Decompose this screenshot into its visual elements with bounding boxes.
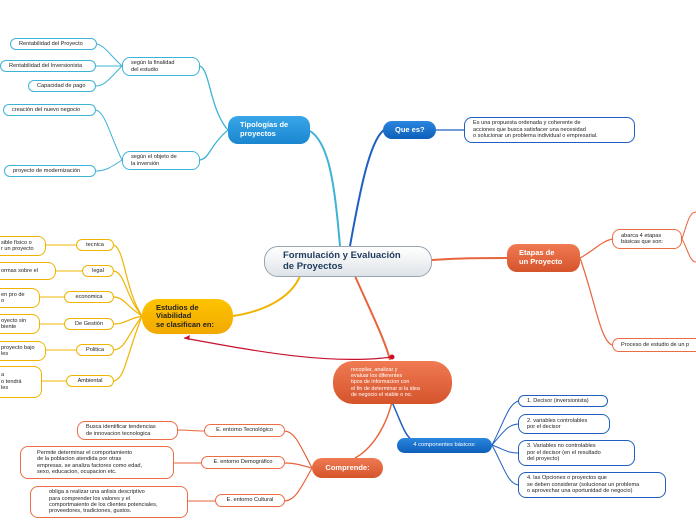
detail-legal[interactable]: ormas sobre el xyxy=(0,262,56,280)
componente-2[interactable]: 2. variables controlables por el decisor xyxy=(518,414,610,434)
finalidad-node[interactable]: según la finalidad del estudio xyxy=(122,57,200,76)
componente-3[interactable]: 3. Variables no controlables por el deci… xyxy=(518,440,635,466)
rentabilidad-inversionista[interactable]: Rentabilidad del Inversionista xyxy=(0,60,96,72)
que-es-description[interactable]: Es una propuesta ordenada y coherente de… xyxy=(464,117,635,143)
etapas-topic[interactable]: Etapas de un Proyecto xyxy=(507,244,580,272)
entorno-tecnologico[interactable]: E. entorno Tecnológico xyxy=(204,424,285,437)
estudios-topic[interactable]: Estudios de Viabilidad se clasifican en: xyxy=(142,299,233,334)
recopilar-node[interactable]: recopilar, analizar y evaluar los difere… xyxy=(333,361,452,404)
detail-tecnica[interactable]: sible físico o r un proyecto xyxy=(0,236,46,256)
detail-politica[interactable]: proyecto bajo les xyxy=(0,341,46,361)
detail-gestion[interactable]: oyecto sin biente xyxy=(0,314,40,334)
entorno-cultural[interactable]: E. entorno Cultural xyxy=(215,494,285,507)
cat-legal[interactable]: legal xyxy=(82,265,114,277)
detail-economica[interactable]: en pro de o xyxy=(0,288,40,308)
tipologias-topic[interactable]: Tipologías de proyectos xyxy=(228,116,310,144)
creacion-negocio[interactable]: creación del nuevo negocio xyxy=(3,104,96,116)
abarca-node[interactable]: abarca 4 etapas básicas que son: xyxy=(612,229,682,249)
capacidad-pago[interactable]: Capacidad de pago xyxy=(28,80,96,92)
proceso-node[interactable]: Proceso de estudio de un p xyxy=(612,338,696,352)
cat-tecnica[interactable]: tecnica xyxy=(76,239,114,251)
objeto-node[interactable]: según el objeto de la inversión xyxy=(122,151,200,170)
comprende-topic[interactable]: Comprende: xyxy=(312,458,383,478)
cat-ambiental[interactable]: Ambiental xyxy=(66,375,114,387)
cat-gestion[interactable]: De Gestión xyxy=(64,318,114,330)
que-es-topic[interactable]: Que es? xyxy=(383,121,436,139)
root-topic[interactable]: Formulación y Evaluación de Proyectos xyxy=(264,246,432,277)
componente-1[interactable]: 1. Decisor (inversionista) xyxy=(518,395,608,407)
cat-economica[interactable]: economica xyxy=(64,291,114,303)
rentabilidad-proyecto[interactable]: Rentabilidad del Proyecto xyxy=(10,38,97,50)
cat-politica[interactable]: Politica xyxy=(76,344,114,356)
detail-cultural[interactable]: obliga a realizar una anlisis descriptiv… xyxy=(30,486,188,518)
entorno-demografico[interactable]: E. entorno Demográfico xyxy=(201,456,285,469)
componente-4[interactable]: 4. las Opciones o proyectos que se deben… xyxy=(518,472,666,498)
detail-ambiental[interactable]: a o tendrá les xyxy=(0,366,42,398)
detail-tecnologico[interactable]: Busca identificar tendencias de innovaci… xyxy=(77,421,178,440)
proyecto-modernizacion[interactable]: proyecto de modernización xyxy=(4,165,96,177)
detail-demografico[interactable]: Permite determinar el comportamiento de … xyxy=(20,446,174,479)
componentes-topic[interactable]: 4 componentes básicos: xyxy=(397,438,492,453)
